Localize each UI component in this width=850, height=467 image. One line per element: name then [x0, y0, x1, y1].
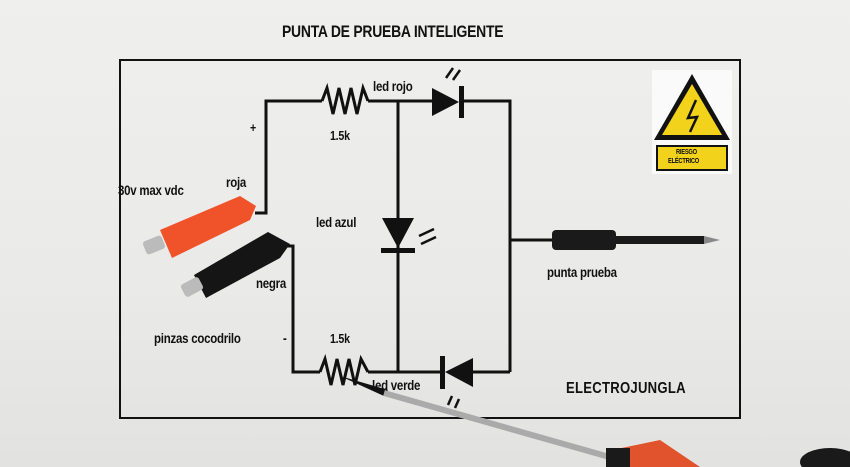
red-clip-label: roja: [226, 174, 247, 190]
voltage-label: 30v max vdc: [118, 182, 184, 198]
schematic-frame: [119, 59, 741, 419]
plus-label: +: [250, 120, 256, 135]
led-green-icon: [440, 356, 473, 409]
resistor-bottom: [318, 353, 370, 386]
resistor-top-label: 1.5k: [330, 128, 350, 143]
led-blue-label: led azul: [316, 214, 357, 230]
black-clip-icon: [180, 232, 290, 298]
led-red-label: led rojo: [373, 78, 413, 94]
led-red-icon: [432, 67, 464, 118]
resistor-top: [320, 82, 370, 115]
led-green-label: led verde: [372, 377, 421, 393]
led-blue-icon: [381, 218, 437, 253]
minus-label: -: [283, 330, 287, 346]
warning-line1: RIESGO: [676, 149, 697, 156]
clips-label: pinzas cocodrilo: [154, 330, 241, 346]
probe-label: punta prueba: [547, 264, 617, 280]
probe-icon: [552, 230, 720, 250]
brand-label: ELECTROJUNGLA: [566, 380, 686, 397]
resistor-bottom-label: 1.5k: [330, 331, 350, 346]
black-clip-label: negra: [256, 275, 287, 291]
screwdriver-pointer: [340, 376, 850, 467]
electric-hazard-icon: [652, 70, 732, 174]
warning-line2: ELÉCTRICO: [668, 158, 699, 165]
diagram-title: PUNTA DE PRUEBA INTELIGENTE: [282, 22, 504, 41]
red-clip-icon: [143, 196, 256, 258]
